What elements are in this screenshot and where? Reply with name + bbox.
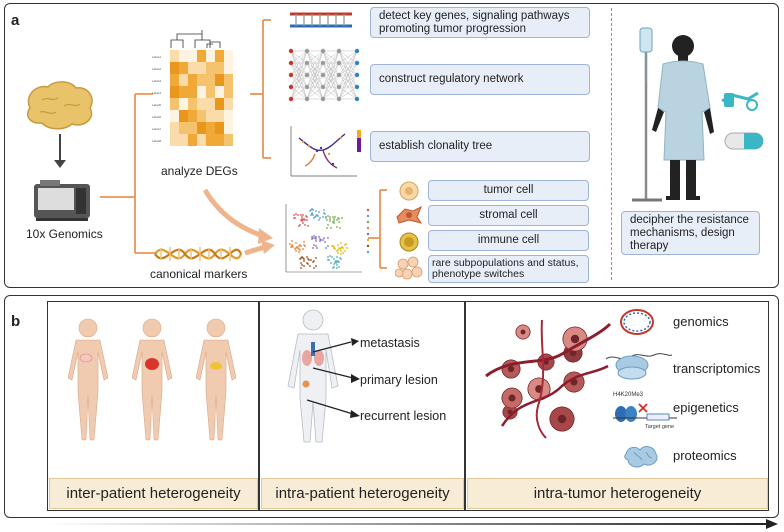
panel-a-divider (611, 8, 612, 280)
panel-a-letter: a (11, 12, 20, 29)
svg-text:Label5: Label5 (152, 103, 161, 107)
analyze-label: analyze DEGs (161, 164, 238, 178)
connector-lines (100, 19, 387, 269)
svg-text:Label4: Label4 (152, 91, 161, 95)
subpopulation-icon (395, 256, 423, 280)
epi-mark-text: H4K20Me3 (613, 392, 644, 398)
omics-genomics: genomics (673, 314, 729, 329)
immune-cell-icon (399, 232, 419, 252)
box-detect-key-genes: detect key genes, signaling pathways pro… (370, 7, 590, 38)
pill-icon (724, 132, 764, 150)
box-stromal-cell: stromal cell (428, 205, 589, 226)
lesion-recurrent: recurrent lesion (360, 409, 447, 423)
platform-label: 10x Genomics (26, 227, 103, 241)
svg-text:Label1: Label1 (152, 55, 161, 59)
target-gene-text: Target gene (645, 424, 674, 430)
svg-text:Label6: Label6 (152, 115, 161, 119)
epigenetics-icon: H4K20Me3 Target gene (613, 392, 677, 430)
omics-epigenetics: epigenetics (673, 400, 739, 415)
column-intra-tumor (465, 301, 769, 511)
box-rare-subpopulations: rare subpopulations and status, phenotyp… (428, 255, 589, 283)
lesion-arrows (306, 338, 360, 418)
svg-text:Label7: Label7 (152, 127, 161, 131)
label-intra-patient: intra-patient heterogeneity (261, 478, 464, 509)
syringe-icon (721, 91, 759, 111)
stromal-cell-icon (396, 205, 423, 224)
omics-transcriptomics: transcriptomics (673, 361, 761, 376)
lesion-primary: primary lesion (360, 373, 438, 387)
clonality-tree-chart (290, 126, 361, 177)
tissue-sample-icon (26, 81, 93, 130)
transcriptomics-icon (605, 353, 673, 380)
gradient-arrow (46, 519, 778, 529)
svg-text:Label3: Label3 (152, 79, 161, 83)
canonical-label: canonical markers (150, 267, 248, 281)
svg-text:Label8: Label8 (152, 139, 161, 143)
box-immune-cell: immune cell (428, 230, 589, 251)
box-tumor-cell: tumor cell (428, 180, 589, 201)
instrument-icon (34, 180, 90, 221)
proteomics-icon (624, 446, 658, 468)
box-therapy: decipher the resistance mechanisms, desi… (621, 211, 760, 255)
omics-proteomics: proteomics (673, 448, 737, 463)
box-regulatory-network: construct regulatory network (370, 64, 590, 95)
box-clonality-tree: establish clonality tree (370, 131, 590, 162)
tumor-cell-icon (399, 181, 419, 201)
svg-text:Label2: Label2 (152, 67, 161, 71)
dna-helix-icon (154, 247, 243, 261)
gene-strand-icon (290, 12, 352, 28)
column-intra-patient (259, 301, 465, 511)
patients-bodies-icon (67, 318, 237, 441)
label-intra-tumor: intra-tumor heterogeneity (467, 478, 768, 509)
arrow-down-icon (54, 134, 66, 168)
umap-scatter-chart (285, 204, 370, 273)
panel-b-letter: b (11, 313, 21, 330)
genomics-icon (620, 309, 654, 335)
tumor-mass-icon (485, 319, 612, 439)
column-inter-patient (47, 301, 259, 511)
network-icon (288, 48, 360, 102)
lesion-metastasis: metastasis (360, 336, 420, 350)
label-inter-patient: inter-patient heterogeneity (49, 478, 258, 509)
patient-icon (632, 27, 714, 202)
anatomy-figure-icon (287, 309, 339, 443)
